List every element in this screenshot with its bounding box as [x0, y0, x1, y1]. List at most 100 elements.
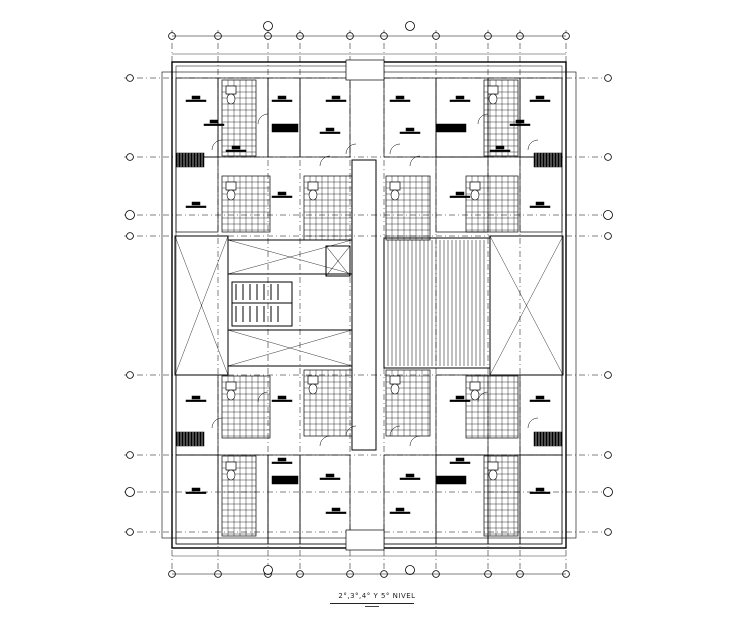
room [267, 454, 301, 545]
fixture-tag-base [449, 195, 471, 198]
toilet-bowl [226, 189, 236, 201]
fixture-tag [191, 395, 201, 400]
room [435, 156, 489, 233]
ramp-area [383, 237, 491, 369]
fixture-tag-base [509, 123, 531, 126]
fixture-tag-base [185, 399, 207, 402]
bed-block [435, 123, 467, 133]
room [299, 77, 351, 158]
fixture-tag [535, 95, 545, 100]
fixture-tag-base [399, 477, 421, 480]
elevator-shaft [325, 245, 351, 277]
grid-bubble [126, 153, 134, 161]
fixture-tag [277, 95, 287, 100]
fixture-tag-base [529, 99, 551, 102]
fixture-tag-base [389, 511, 411, 514]
recess-top [345, 59, 385, 81]
toilet-fixture [487, 85, 499, 95]
door-swing [527, 139, 539, 151]
fixture-tag-base [319, 131, 341, 134]
room [519, 454, 563, 545]
grid-bubble [126, 74, 134, 82]
fixture-tag-base [271, 99, 293, 102]
toilet-bowl [470, 189, 480, 201]
door-swing [345, 143, 357, 155]
fixture-tag [535, 201, 545, 206]
tile-area [465, 375, 519, 439]
grid-bubble [604, 74, 612, 82]
toilet-bowl [390, 189, 400, 201]
room [519, 156, 563, 233]
door-swing [409, 155, 421, 167]
recess-bottom [345, 529, 385, 551]
bed-block [271, 475, 299, 485]
bathroom-tile-grids [221, 79, 519, 537]
fixture-tag-base [529, 491, 551, 494]
room [435, 454, 489, 545]
room [217, 454, 269, 545]
section-marker [263, 21, 273, 31]
drawing-title: 2°,3°,4° Y 5° NIVEL [338, 592, 416, 600]
fixture-tag-base [225, 149, 247, 152]
light-well-diagonal [174, 235, 229, 376]
fixture-tag-base [325, 511, 347, 514]
tile-area [385, 369, 431, 437]
toilet-bowl [308, 189, 318, 201]
title-underline [330, 603, 414, 604]
toilet-bowl [390, 383, 400, 395]
fixture-tag-base [399, 131, 421, 134]
fixture-tag-base [529, 399, 551, 402]
tile-area [483, 455, 519, 537]
toilet-bowl [226, 93, 236, 105]
toilet-fixture [487, 461, 499, 471]
light-well-diagonal [489, 235, 564, 376]
fixture-tag [231, 145, 241, 150]
grid-bubble [126, 371, 134, 379]
grid-bubble [126, 232, 134, 240]
section-marker [603, 487, 613, 497]
fixture-tag [325, 127, 335, 132]
toilet-bowl [226, 469, 236, 481]
fixture-tag-base [271, 461, 293, 464]
stair-core [231, 281, 293, 327]
fixture-tag [455, 395, 465, 400]
fixture-tag [191, 487, 201, 492]
grid-bubble [604, 232, 612, 240]
door-swing [345, 425, 357, 437]
fixture-tag [331, 507, 341, 512]
fixture-tag [191, 201, 201, 206]
door-swing [477, 113, 489, 125]
toilet-fixture [225, 461, 237, 471]
fixture-tag [455, 191, 465, 196]
fixture-tag-base [449, 461, 471, 464]
toilet-fixture [389, 375, 401, 385]
toilet-fixture [469, 181, 481, 191]
toilet-fixture [389, 181, 401, 191]
toilet-fixture [225, 381, 237, 391]
section-marker [405, 565, 415, 575]
room [299, 454, 351, 545]
room [175, 156, 219, 233]
door-swing [527, 417, 539, 429]
room [175, 77, 219, 158]
fixture-tag-base [449, 399, 471, 402]
fixture-tag [395, 95, 405, 100]
fixture-tag [325, 473, 335, 478]
fixture-tag [455, 457, 465, 462]
toilet-fixture [307, 375, 319, 385]
fixture-tag [535, 395, 545, 400]
fixture-tag-base [203, 123, 225, 126]
tile-area [385, 175, 431, 241]
fixture-tag [405, 473, 415, 478]
door-swing [211, 139, 223, 151]
central-corridor [351, 159, 377, 451]
grid-bubble [126, 451, 134, 459]
fixture-tag [535, 487, 545, 492]
section-marker [603, 210, 613, 220]
fixture-tag [209, 119, 219, 124]
fixture-tag-base [185, 99, 207, 102]
fixture-tag-base [271, 195, 293, 198]
toilet-bowl [470, 389, 480, 401]
grid-bubble [604, 451, 612, 459]
